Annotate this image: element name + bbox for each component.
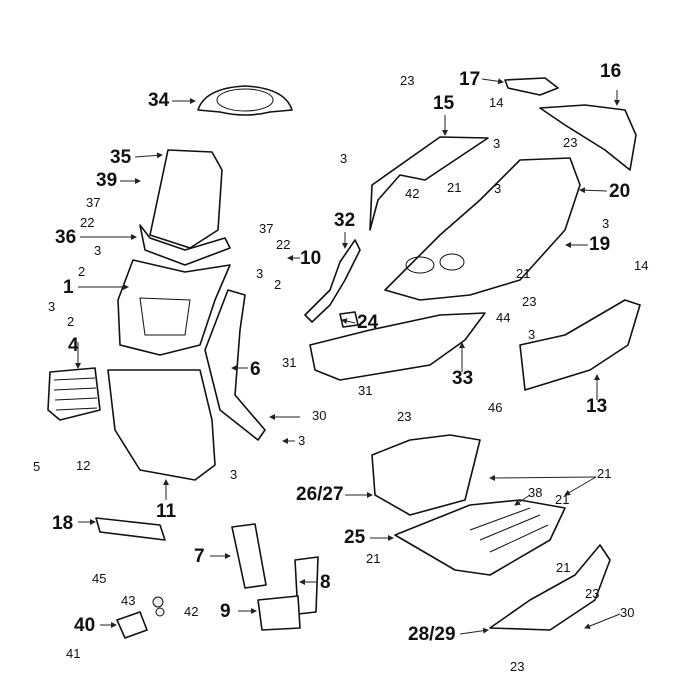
part-7-reflector: [231, 523, 267, 589]
callout-21: 21: [366, 551, 381, 566]
callout-23: 23: [510, 659, 525, 674]
part-16-rear-cover: [539, 104, 637, 171]
callout-3: 3: [528, 327, 536, 342]
callout-28-29: 28/29: [408, 624, 456, 645]
part-34-meter-cover: [197, 85, 293, 116]
callout-21: 21: [516, 266, 531, 281]
callout-2: 2: [67, 314, 75, 329]
part-13-rear-side-cover: [519, 299, 641, 391]
part-33-floor-side: [309, 312, 486, 381]
part-24-bracket: [339, 311, 359, 328]
callout-4: 4: [68, 335, 79, 356]
part-19-storage-box: [384, 157, 581, 301]
callout-17: 17: [459, 69, 481, 90]
callout-23: 23: [585, 586, 600, 601]
part-28-29-under-cover: [489, 544, 611, 631]
callout-2: 2: [78, 264, 86, 279]
part-36-trim: [139, 224, 231, 266]
callout-24: 24: [357, 312, 379, 333]
callout-12: 12: [76, 458, 91, 473]
callout-10: 10: [300, 248, 322, 269]
part-17-emblem: [504, 77, 559, 96]
callout-3: 3: [48, 299, 56, 314]
callout-42: 42: [405, 186, 420, 201]
callout-21: 21: [556, 560, 571, 575]
part-26-27-leg-shield: [371, 434, 481, 516]
callout-46: 46: [488, 400, 503, 415]
callout-3: 3: [602, 216, 610, 231]
callout-40: 40: [74, 615, 96, 636]
callout-32: 32: [334, 210, 356, 231]
callout-34: 34: [148, 90, 170, 111]
part-1-front-shield: [117, 259, 231, 356]
callout-37: 37: [259, 221, 274, 236]
callout-8: 8: [320, 572, 331, 593]
callout-3: 3: [230, 467, 238, 482]
callout-15: 15: [433, 93, 455, 114]
callout-3: 3: [340, 151, 348, 166]
callout-30: 30: [312, 408, 327, 423]
callout-23: 23: [563, 135, 578, 150]
callout-26-27: 26/27: [296, 484, 344, 505]
callout-43: 43: [121, 593, 136, 608]
callout-21: 21: [555, 492, 570, 507]
callout-44: 44: [496, 310, 511, 325]
callout-21: 21: [597, 466, 612, 481]
callout-31: 31: [282, 355, 297, 370]
part-9-box: [257, 595, 301, 631]
part-32-side-cover: [304, 239, 361, 323]
part-15-center-cover: [369, 136, 489, 231]
callout-3: 3: [494, 181, 502, 196]
callout-9: 9: [220, 601, 231, 622]
callout-3: 3: [493, 136, 501, 151]
callout-23: 23: [522, 294, 537, 309]
callout-25: 25: [344, 527, 366, 548]
callout-3: 3: [298, 433, 306, 448]
callout-2: 2: [274, 277, 282, 292]
part-18-bracket: [95, 517, 166, 541]
callout-30: 30: [620, 605, 635, 620]
callout-21: 21: [447, 180, 462, 195]
callout-5: 5: [33, 459, 41, 474]
callout-14: 14: [634, 258, 649, 273]
callout-23: 23: [397, 409, 412, 424]
callout-16: 16: [600, 61, 622, 82]
callout-45: 45: [92, 571, 107, 586]
callout-42: 42: [184, 604, 199, 619]
callout-11: 11: [156, 501, 177, 522]
callout-23: 23: [400, 73, 415, 88]
callout-35: 35: [110, 147, 132, 168]
callout-37: 37: [86, 195, 101, 210]
part-11-front-lower-cover: [107, 369, 216, 481]
callout-33: 33: [452, 368, 474, 389]
part-35-windscreen: [149, 149, 223, 249]
part-25-floor-panel: [394, 499, 566, 576]
callout-22: 22: [80, 215, 95, 230]
callout-13: 13: [586, 396, 608, 417]
callout-6: 6: [250, 359, 261, 380]
callout-38: 38: [528, 485, 543, 500]
callout-7: 7: [194, 546, 205, 567]
callout-41: 41: [66, 646, 81, 661]
callout-20: 20: [609, 181, 631, 202]
callout-3: 3: [94, 243, 102, 258]
callout-1: 1: [63, 277, 74, 298]
part-40-plate: [116, 611, 148, 639]
callout-39: 39: [96, 170, 118, 191]
callout-19: 19: [589, 234, 611, 255]
callout-3: 3: [256, 266, 264, 281]
callout-18: 18: [52, 513, 74, 534]
callout-22: 22: [276, 237, 291, 252]
callout-36: 36: [55, 227, 77, 248]
callout-31: 31: [358, 383, 373, 398]
callout-14: 14: [489, 95, 504, 110]
part-4-grille: [47, 367, 101, 421]
